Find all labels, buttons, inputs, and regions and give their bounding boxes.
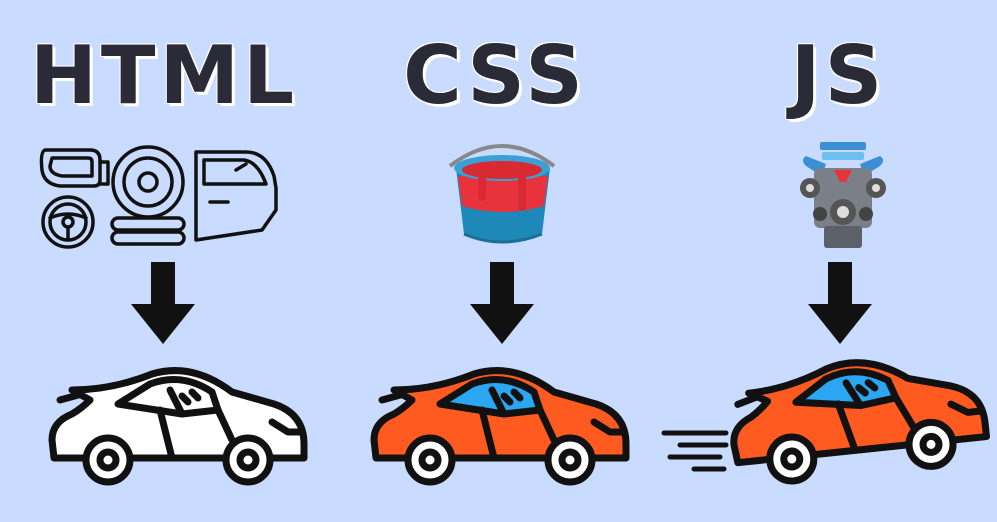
- engine-icon: [660, 140, 997, 250]
- css-column: CSS: [330, 0, 660, 522]
- html-column: HTML: [0, 0, 330, 522]
- down-arrow-icon: [808, 262, 872, 344]
- css-title: CSS: [403, 29, 587, 122]
- html-title: HTML: [29, 29, 299, 122]
- down-arrow-icon: [131, 262, 195, 344]
- js-title: JS: [790, 29, 887, 122]
- car-parts-icon: [0, 140, 330, 250]
- js-column: JS: [660, 0, 997, 522]
- colored-car-icon: [364, 360, 634, 495]
- paint-bucket-icon: [330, 140, 660, 250]
- speed-lines-icon: [660, 425, 730, 475]
- down-arrow-icon: [470, 262, 534, 344]
- moving-car-icon: [716, 338, 997, 500]
- outline-car-icon: [42, 360, 312, 495]
